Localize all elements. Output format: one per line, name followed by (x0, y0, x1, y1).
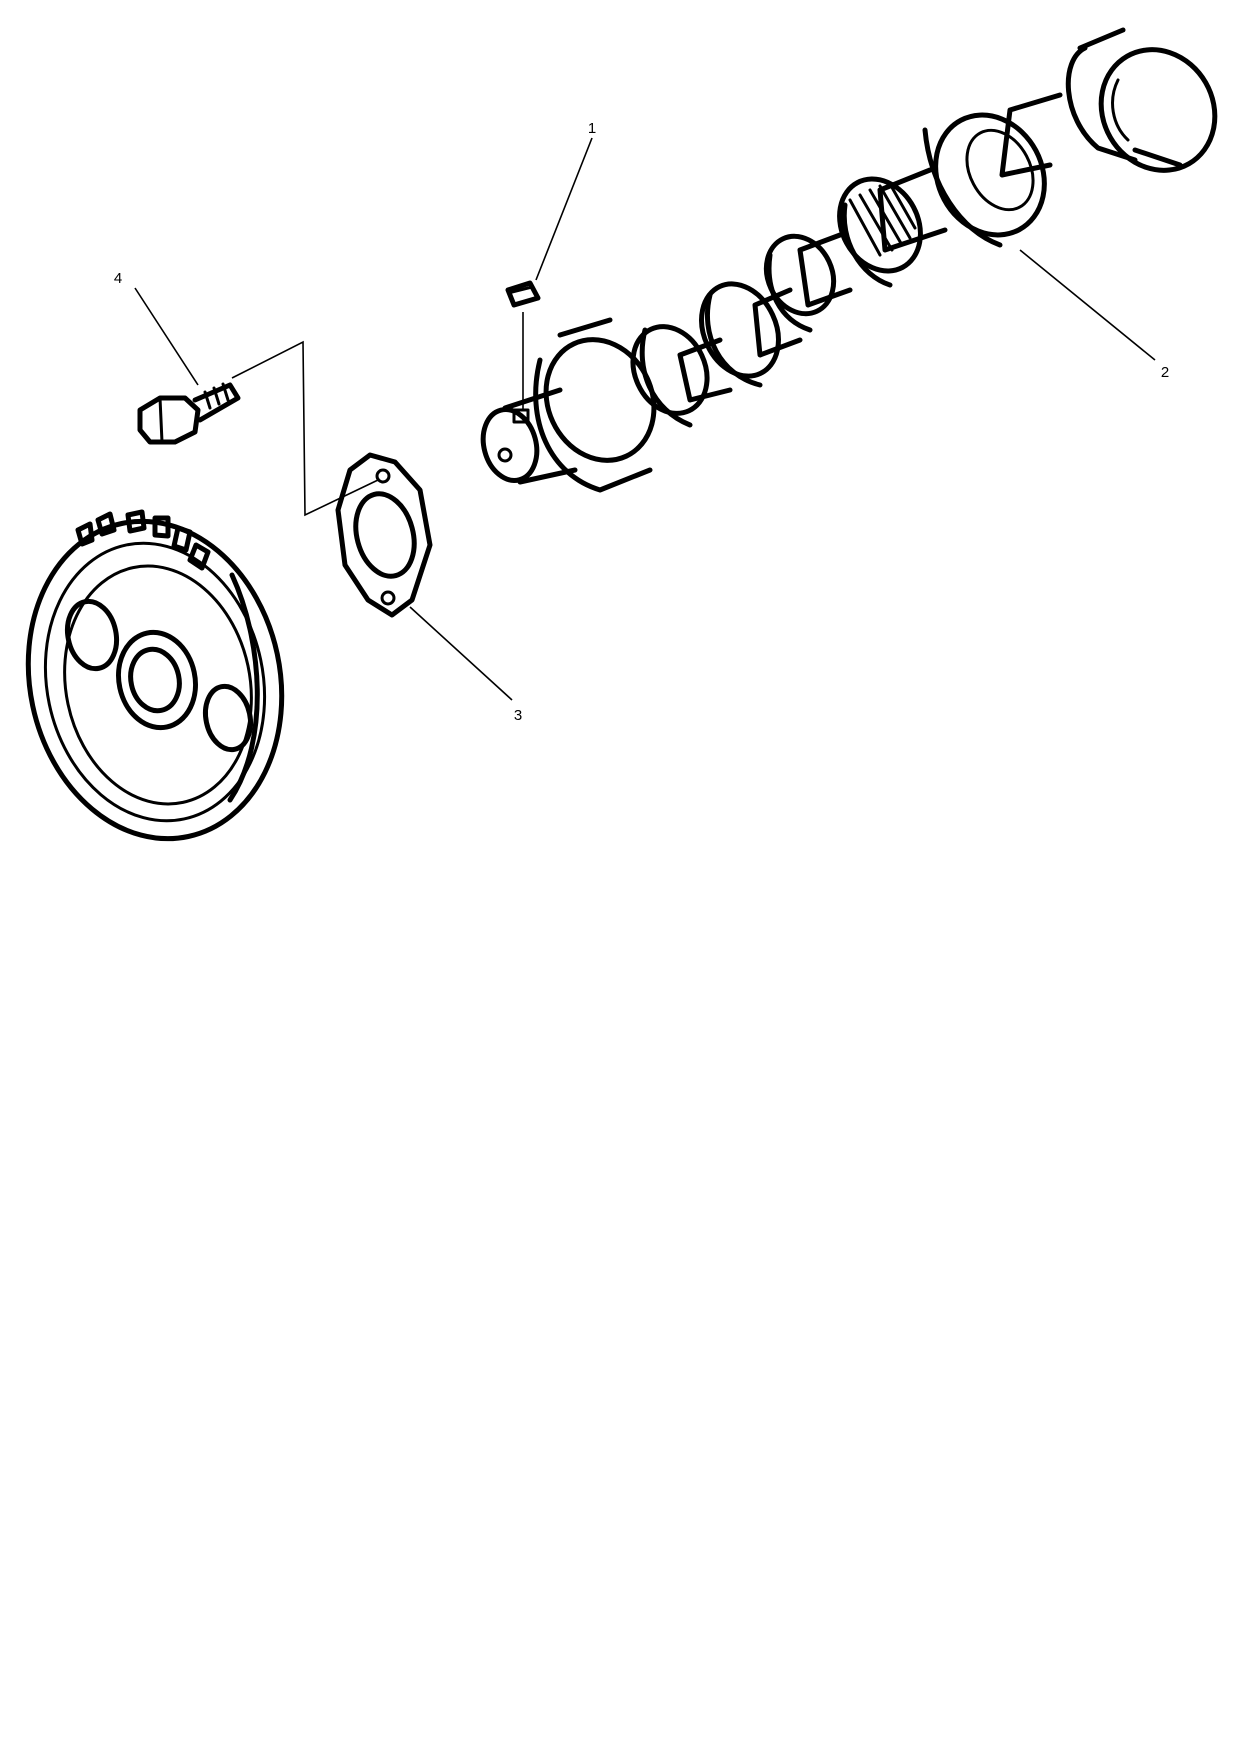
callout-2: 2 (1019, 249, 1169, 381)
bolt (137, 382, 241, 445)
leader-line (134, 287, 199, 386)
camshaft-lobe (699, 281, 781, 388)
camshaft-lobe (763, 233, 837, 333)
leader-line (1019, 249, 1156, 361)
leader-line (409, 606, 513, 701)
woodruff-key (505, 280, 541, 308)
camshaft-front-journal (533, 317, 657, 493)
callout-label: 3 (514, 707, 522, 724)
camshaft-lobe (922, 112, 1047, 248)
camshaft-gear (25, 509, 285, 842)
thrust-plate (335, 452, 433, 618)
leader-line (535, 137, 593, 281)
helical-drive-gear (837, 176, 923, 288)
callout-4: 4 (114, 270, 199, 386)
camshaft (480, 27, 1218, 493)
callout-label: 4 (114, 270, 122, 287)
camshaft-end-journal (1065, 27, 1218, 173)
callout-3: 3 (409, 606, 522, 724)
callout-label: 2 (1161, 364, 1169, 381)
callout-1: 1 (535, 120, 596, 281)
camshaft-lobe (630, 324, 710, 428)
callout-label: 1 (588, 120, 596, 137)
camshaft-nose (480, 387, 578, 485)
bolt-fit-line (231, 340, 379, 517)
